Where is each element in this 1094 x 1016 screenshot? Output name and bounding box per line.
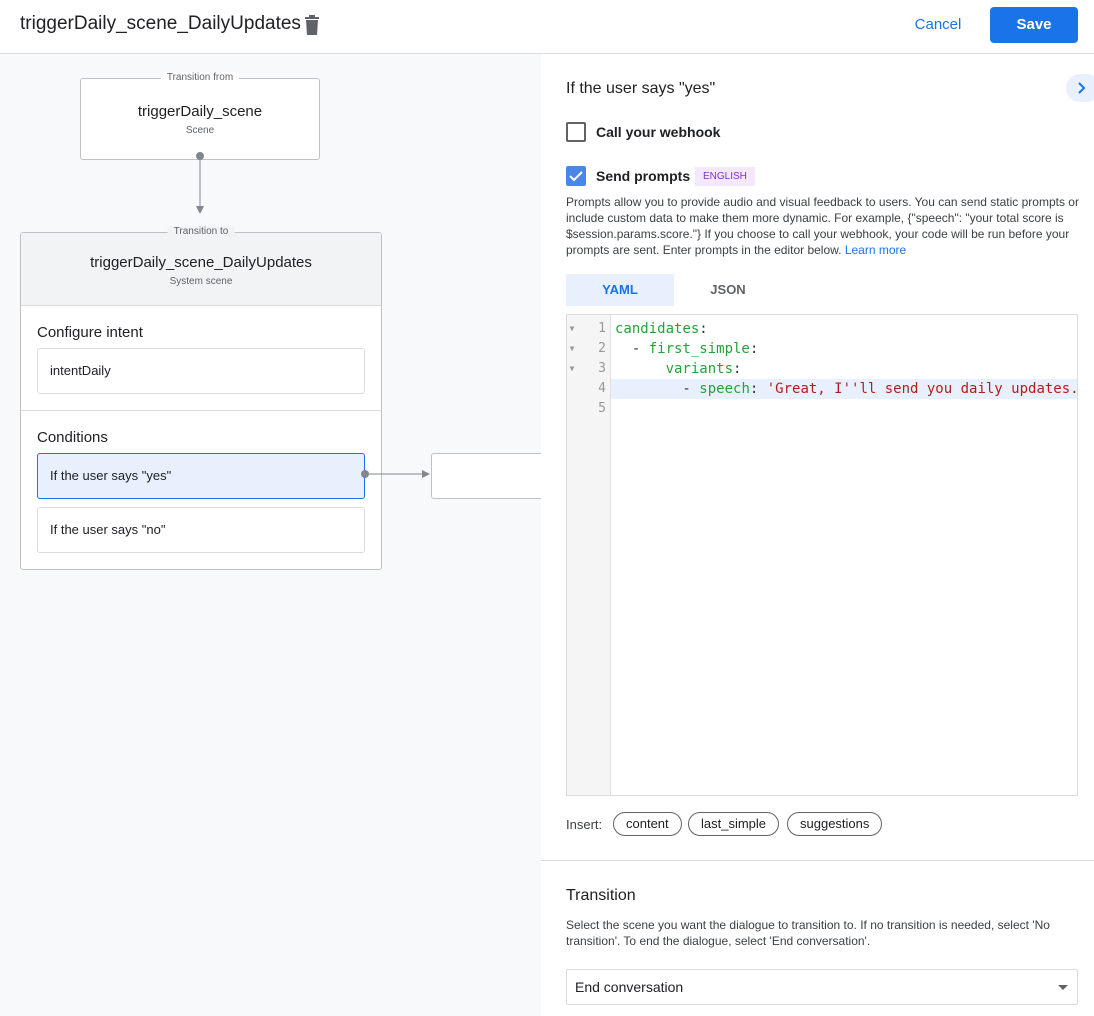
check-icon [569, 171, 583, 182]
code-token [615, 361, 666, 377]
send-prompts-checkbox[interactable] [566, 166, 586, 186]
cancel-button[interactable]: Cancel [914, 16, 962, 33]
condition-connector [361, 470, 430, 478]
tab-yaml[interactable]: YAML [566, 274, 674, 306]
line-number: 2 [598, 341, 606, 356]
fold-arrow-icon[interactable]: ▼ [569, 324, 575, 333]
tab-json[interactable]: JSON [710, 282, 746, 297]
page-title: triggerDaily_scene_DailyUpdates [20, 13, 301, 34]
active-line-highlight [611, 379, 1077, 399]
intent-item[interactable]: intentDaily [37, 348, 365, 394]
code-token: variants [665, 361, 734, 377]
fold-arrow-icon[interactable]: ▼ [569, 344, 575, 353]
code-token: : [749, 381, 767, 397]
transition-heading: Transition [566, 887, 636, 904]
insert-chip-last-simple[interactable]: last_simple [688, 812, 780, 836]
target-scene-node[interactable] [431, 453, 551, 499]
condition-yes[interactable]: If the user says "yes" [37, 453, 365, 499]
webhook-label: Call your webhook [596, 124, 721, 140]
code-token: 'Great, I''ll send you daily updates. [766, 381, 1077, 397]
code-line: - first_simple: [615, 339, 758, 359]
insert-label: Insert: [566, 817, 603, 832]
transition-select[interactable]: End conversation [566, 969, 1078, 1005]
code-token: - [615, 341, 649, 357]
transition-selected-value: End conversation [575, 979, 684, 995]
condition-panel: If the user says "yes" Call your webhook… [541, 54, 1094, 1016]
connector-arrow [196, 152, 204, 214]
prompts-description: Prompts allow you to provide audio and v… [566, 195, 1079, 257]
fold-arrow-icon[interactable]: ▼ [569, 364, 575, 373]
line-number: 3 [598, 361, 606, 376]
collapse-panel-button[interactable] [1066, 74, 1094, 102]
editor-gutter [567, 315, 611, 795]
code-token: - [615, 381, 700, 397]
to-scene-title: triggerDaily_scene_DailyUpdates [90, 254, 312, 271]
from-scene-title: triggerDaily_scene [137, 103, 263, 120]
learn-more-link[interactable]: Learn more [844, 243, 907, 257]
webhook-checkbox[interactable] [566, 122, 586, 142]
send-prompts-label: Send prompts [596, 168, 691, 184]
panel-heading: If the user says "yes" [566, 80, 716, 97]
transition-from-tag: Transition from [160, 72, 240, 83]
divider [541, 860, 1094, 861]
line-number: 5 [598, 401, 606, 416]
trash-icon[interactable] [304, 15, 320, 35]
transition-to-tag: Transition to [167, 226, 235, 237]
code-token: candidates [615, 321, 700, 337]
transition-to-node: Transition to triggerDaily_scene_DailyUp… [20, 226, 382, 570]
code-line: candidates: [615, 319, 708, 339]
code-token: : [733, 361, 742, 377]
code-editor[interactable]: 1 ▼ 2 ▼ 3 ▼ 4 5 candidates: - first_simple: var… [566, 314, 1078, 796]
language-badge: ENGLISH [695, 167, 755, 186]
scene-canvas: Transition from triggerDaily_scene Scene… [0, 54, 551, 1016]
code-line: - speech: 'Great, I''ll send you daily u… [615, 379, 1077, 399]
transition-from-node[interactable]: Transition from triggerDaily_scene Scene [80, 72, 320, 160]
configure-intent-label: Configure intent [37, 324, 143, 341]
condition-no[interactable]: If the user says "no" [37, 507, 365, 553]
from-scene-subtitle: Scene [185, 125, 215, 136]
code-token: speech [699, 381, 750, 397]
conditions-label: Conditions [37, 429, 108, 446]
dropdown-arrow-icon [1058, 985, 1068, 990]
transition-description: Select the scene you want the dialogue t… [566, 918, 1050, 948]
code-token: : [699, 321, 708, 337]
insert-chip-suggestions[interactable]: suggestions [787, 812, 883, 836]
to-scene-subtitle: System scene [169, 276, 233, 287]
code-token: : [749, 341, 759, 357]
code-token: first_simple [648, 341, 750, 357]
insert-chip-content[interactable]: content [613, 812, 682, 836]
line-number: 4 [598, 381, 606, 396]
chevron-right-icon [1078, 82, 1086, 94]
code-line: variants: [615, 359, 742, 379]
header: triggerDaily_scene_DailyUpdates Cancel S… [0, 0, 1094, 54]
line-number: 1 [598, 321, 606, 336]
save-button[interactable]: Save [990, 7, 1078, 43]
